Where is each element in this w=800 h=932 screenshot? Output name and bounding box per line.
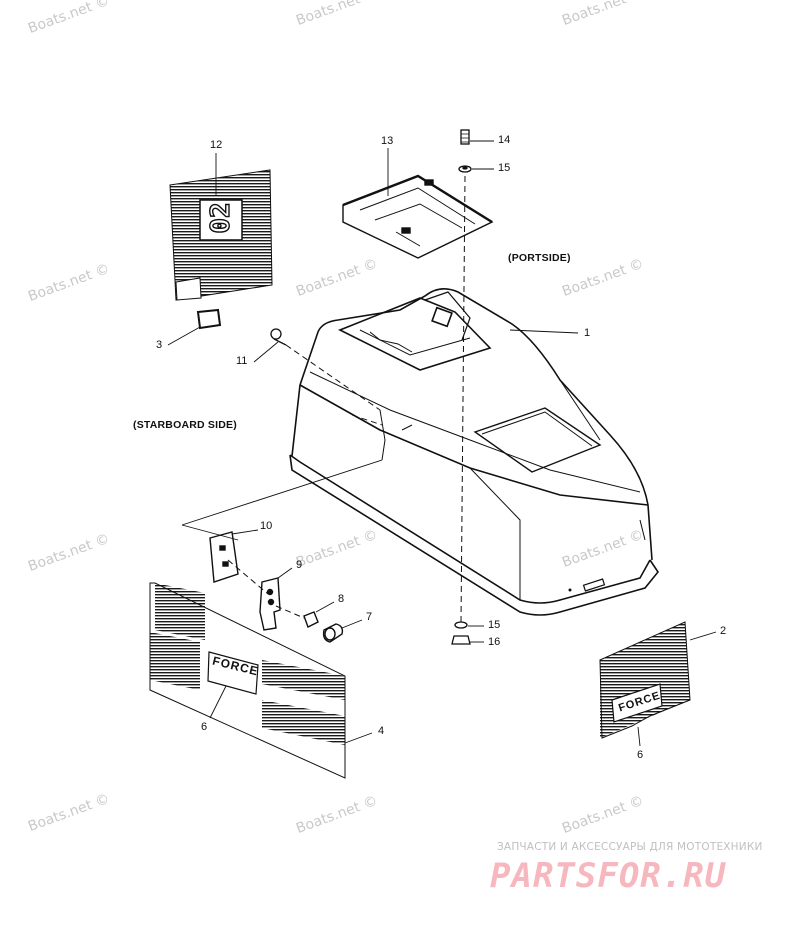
small-plate (196, 308, 222, 330)
branding-site: PARTSFOR.RU (490, 856, 727, 896)
callout-14: 14 (498, 134, 511, 146)
screw-and-washer (458, 129, 472, 173)
decal-4 (149, 582, 346, 779)
assembly-dashed-lines (227, 175, 466, 623)
bottom-washer-nut (451, 621, 471, 645)
decal-12 (169, 169, 273, 301)
callout-10: 10 (260, 520, 273, 532)
callout-12: 12 (210, 139, 223, 151)
callout-16: 16 (488, 636, 501, 648)
callout-6-starboard: 6 (201, 721, 208, 733)
decal-12-number: 02 (205, 202, 236, 235)
callout-3: 3 (156, 339, 163, 351)
bracket-10 (209, 531, 239, 583)
top-plate (342, 174, 494, 259)
nut-and-bumper (303, 611, 344, 643)
callout-2: 2 (720, 625, 727, 637)
callout-9: 9 (296, 559, 303, 571)
decal-2 (599, 621, 691, 739)
latch-9 (259, 577, 281, 631)
callout-6-port: 6 (637, 749, 644, 761)
callout-4: 4 (378, 725, 385, 737)
callout-7: 7 (366, 611, 373, 623)
bolt-11 (270, 328, 287, 346)
engine-cowl (289, 288, 659, 616)
callout-15-bottom: 15 (488, 619, 501, 631)
callout-8: 8 (338, 593, 345, 605)
branding-tagline: ЗАПЧАСТИ И АКСЕССУАРЫ ДЛЯ МОТОТЕХНИКИ (497, 841, 763, 853)
leader-lines (167, 140, 717, 747)
callout-11: 11 (236, 355, 248, 367)
callout-1: 1 (584, 327, 591, 339)
starboard-side-label: (STARBOARD SIDE) (133, 419, 237, 431)
callout-15-top: 15 (498, 162, 511, 174)
portside-label: (PORTSIDE) (508, 252, 571, 264)
callout-13: 13 (381, 135, 394, 147)
